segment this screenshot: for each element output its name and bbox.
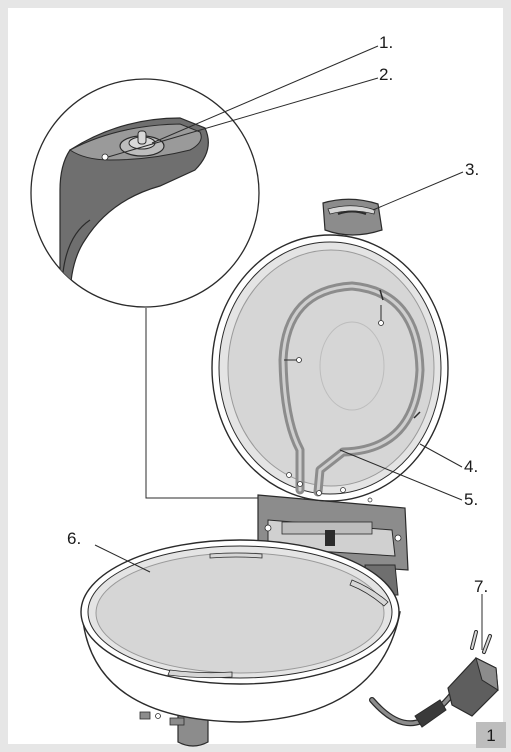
lower-base <box>80 539 401 747</box>
detail-magnifier <box>30 78 260 308</box>
lower-cooking-plate <box>95 552 385 674</box>
label-6: 6. <box>67 529 81 548</box>
leader-line-1 <box>151 45 379 144</box>
label-7: 7. <box>474 577 488 596</box>
leader-line-6 <box>94 544 151 573</box>
power-plug <box>447 630 499 717</box>
handle-detail <box>59 117 209 301</box>
indicator-light-detail <box>101 153 109 161</box>
detail-connector-line <box>145 308 268 499</box>
label-5: 5. <box>464 490 478 509</box>
label-2: 2. <box>379 65 393 84</box>
upper-lid <box>211 234 449 503</box>
lid-handle <box>322 198 383 236</box>
label-3: 3. <box>465 160 479 179</box>
upper-cooking-plate <box>227 249 435 487</box>
page-number-badge <box>476 722 506 748</box>
page-number: 1 <box>486 726 495 745</box>
label-4: 4. <box>464 457 478 476</box>
leader-line-5 <box>339 449 463 501</box>
leader-line-4 <box>419 443 463 468</box>
label-1: 1. <box>379 33 393 52</box>
leader-line-3 <box>372 171 464 211</box>
leader-line-2 <box>107 77 379 158</box>
